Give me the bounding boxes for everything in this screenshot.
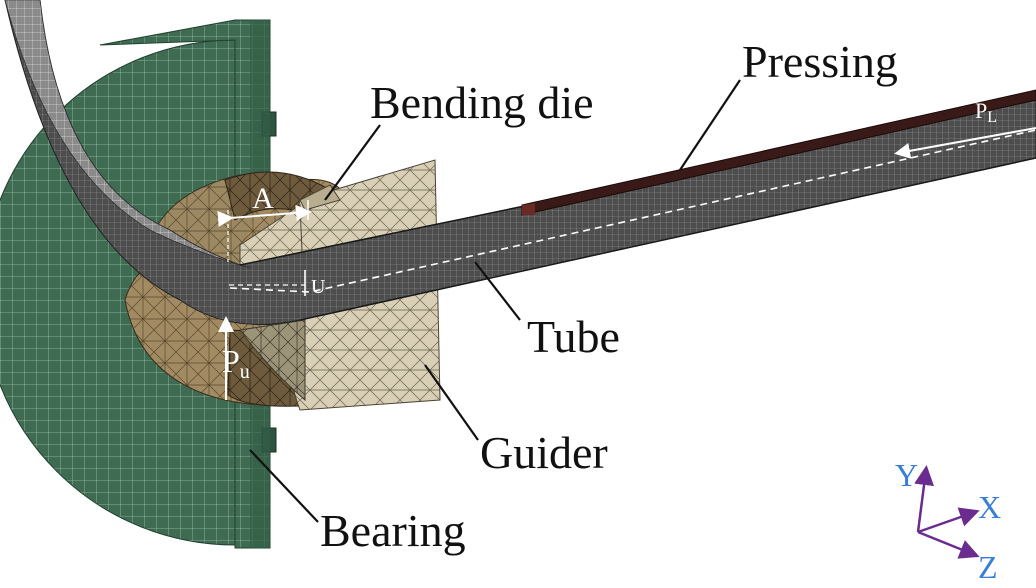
leader-lines (249, 79, 741, 523)
force-pl-label: PL (975, 98, 997, 126)
dimension-a-label: A (252, 182, 274, 215)
z-axis-label: Z (978, 549, 998, 585)
z-axis-arrow (917, 530, 980, 559)
leader-bearing (249, 449, 319, 523)
force-pu-label: Pu (222, 343, 250, 383)
force-pl-arrow (894, 127, 1036, 159)
x-axis-label: X (978, 489, 1001, 525)
leader-guider (424, 364, 479, 441)
dimension-u (229, 270, 306, 296)
leader-tube (474, 261, 521, 321)
dimension-a (217, 200, 312, 262)
label-guider: Guider (480, 427, 608, 478)
leader-bending-die (324, 124, 381, 201)
x-axis-arrow (917, 507, 980, 534)
pressing-part (521, 89, 1036, 216)
y-axis-arrow (914, 465, 934, 533)
label-bending-die: Bending die (370, 77, 594, 128)
leader-pressing (679, 79, 741, 171)
coordinate-triad (914, 465, 980, 559)
label-tube: Tube (527, 311, 620, 362)
dimension-u-label: U (311, 276, 326, 298)
y-axis-label: Y (895, 457, 918, 493)
label-pressing: Pressing (742, 36, 898, 87)
label-bearing: Bearing (320, 505, 466, 556)
